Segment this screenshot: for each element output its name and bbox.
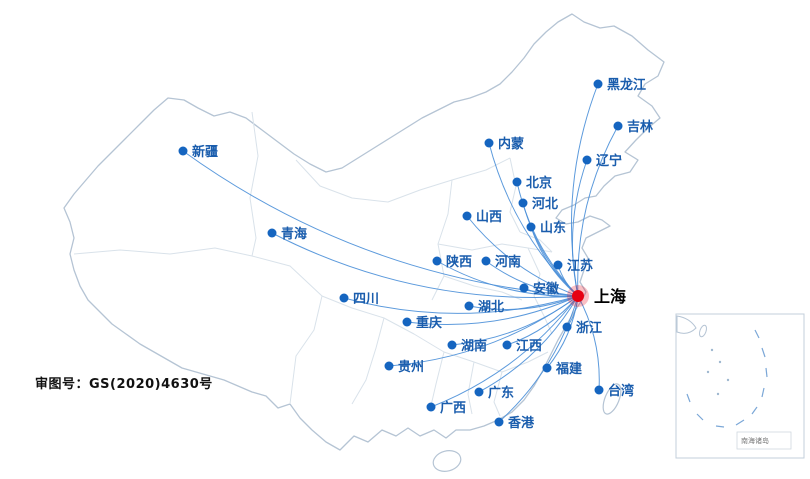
province-label: 浙江 (576, 320, 602, 336)
province-border (467, 361, 475, 415)
province-label: 青海 (281, 226, 307, 242)
hub-label: 上海 (594, 287, 626, 306)
province-dot (464, 301, 474, 311)
province-dot (593, 79, 603, 89)
province-dot (402, 317, 412, 327)
province-label: 四川 (353, 292, 379, 307)
flight-line (506, 295, 579, 346)
province-border (509, 157, 521, 233)
province-label: 重庆 (416, 315, 442, 331)
flight-line (343, 295, 579, 314)
province-dot (481, 256, 491, 266)
province-dot (462, 211, 472, 221)
province-dot (512, 177, 522, 187)
province-label: 广东 (488, 385, 514, 401)
province-border (437, 243, 553, 253)
province-label: 福建 (555, 361, 582, 377)
province-dot (267, 228, 277, 238)
flight-line (466, 215, 579, 297)
flight-line (478, 295, 579, 393)
province-label: 山西 (476, 209, 502, 225)
province-label: 广西 (440, 400, 466, 416)
province-label: 湖北 (478, 300, 504, 315)
province-label: 北京 (526, 175, 552, 191)
province-label: 河南 (495, 254, 521, 270)
province-label: 香港 (507, 415, 535, 431)
province-label: 贵州 (398, 359, 424, 375)
inset-caption-box (736, 431, 792, 450)
province-border (527, 247, 553, 335)
hub-layer: 上海 (567, 285, 626, 307)
flight-line (271, 232, 579, 298)
province-dot (384, 361, 394, 371)
province-label: 台湾 (608, 383, 634, 399)
province-label: 江苏 (567, 258, 593, 274)
province-border (443, 275, 523, 301)
flight-line (430, 295, 579, 408)
province-dot (339, 293, 349, 303)
province-dot (562, 322, 572, 332)
province-dot (474, 387, 484, 397)
flight-line (546, 295, 579, 369)
province-dot (594, 385, 604, 395)
flight-line (577, 295, 600, 391)
south-china-sea-inset: 南海诸岛 (675, 313, 805, 459)
province-dot (484, 138, 494, 148)
flight-line (436, 260, 579, 297)
hub-dot-icon (572, 290, 584, 302)
province-border (251, 255, 323, 405)
nine-dash-line (686, 329, 768, 428)
taiwan-island (602, 383, 622, 415)
province-label: 江西 (516, 338, 542, 354)
flight-line (530, 226, 579, 297)
province-border (493, 371, 503, 417)
province-label: 陕西 (446, 254, 472, 270)
inset-islands (706, 348, 730, 396)
map-approval-number: 审图号：GS(2020)4630号 (35, 377, 213, 392)
province-dot (432, 256, 442, 266)
province-label: 黑龙江 (607, 77, 646, 93)
flight-line (572, 159, 588, 297)
dots-layer (178, 79, 623, 427)
flight-line (406, 295, 579, 325)
province-dot (518, 198, 528, 208)
inset-taiwan (699, 324, 707, 338)
province-dot (582, 155, 592, 165)
province-dot (494, 417, 504, 427)
province-dot (542, 363, 552, 373)
inset-mainland-corner (676, 315, 697, 334)
province-label: 内蒙 (498, 136, 524, 152)
province-border (73, 247, 253, 257)
province-label: 新疆 (192, 144, 218, 160)
province-label: 河北 (532, 196, 558, 212)
hainan-island (432, 450, 462, 472)
province-dot (447, 340, 457, 350)
province-border (295, 157, 511, 203)
province-dot (613, 121, 623, 131)
flight-line (577, 125, 619, 297)
province-border (351, 317, 385, 405)
province-dot (519, 283, 529, 293)
province-dot (502, 340, 512, 350)
province-label: 辽宁 (596, 153, 622, 169)
china-outline (63, 13, 665, 451)
province-label: 安徽 (533, 281, 560, 297)
flight-line (388, 295, 579, 367)
province-label: 山东 (540, 220, 566, 236)
flight-line (468, 295, 579, 310)
map-outline-layer (63, 13, 665, 472)
flight-line (485, 260, 579, 297)
province-dot (426, 402, 436, 412)
province-border (519, 231, 553, 253)
province-dot (526, 222, 536, 232)
province-border (429, 351, 445, 411)
inset-label: 南海诸岛 (741, 436, 769, 445)
province-label: 湖南 (461, 338, 487, 354)
province-border (249, 111, 259, 257)
province-dot (553, 260, 563, 270)
province-label: 吉林 (627, 119, 653, 135)
province-dot (178, 146, 188, 156)
